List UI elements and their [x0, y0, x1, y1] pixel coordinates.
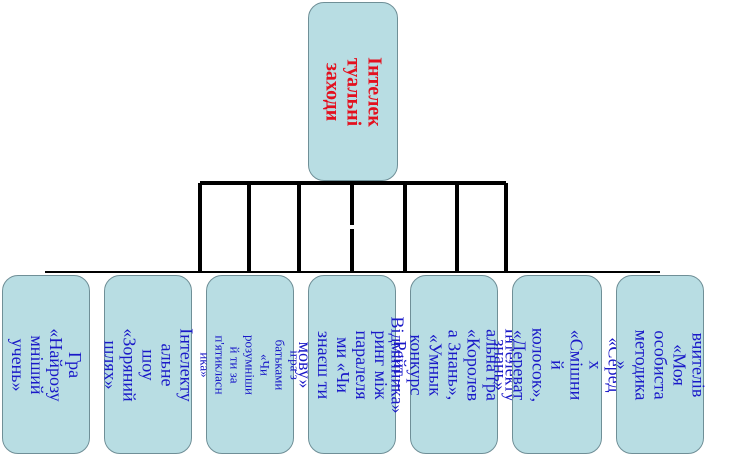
child-node-1: Гра «Найрозу мніший учень» [2, 275, 90, 454]
root-node-box: Інтелек туальні заходи [308, 2, 398, 181]
child-node-7: вчителів «Моя особиста методика » [613, 275, 709, 454]
child-node-5: Інтелекту альна гра «Королев а Знань», «… [388, 275, 522, 454]
child-node-6-label: «Серед х «Смішни й колосок», «Дереват зн… [490, 327, 625, 402]
child-node-4: Рейт – ринг між паралеля ми «Чи знаєш ти… [295, 275, 410, 454]
child-node-3: ігра з батьками «Чи розумніши й ти за п'… [198, 275, 303, 454]
root-node-label: Інтелек туальні заходи [321, 56, 386, 127]
child-node-1-label: Гра «Найрозу мніший учень» [8, 327, 85, 402]
child-node-2-label: Інтелекту альне шоу «Зоряний шлях» [100, 327, 197, 402]
child-node-2: Інтелекту альне шоу «Зоряний шлях» [101, 275, 197, 454]
child-node-3-label: ігра з батьками «Чи розумніши й ти за п'… [197, 334, 303, 395]
child-node-6: «Серед х «Смішни й колосок», «Дереват зн… [491, 275, 625, 454]
child-node-7-label: вчителів «Моя особиста методика » [612, 329, 709, 400]
